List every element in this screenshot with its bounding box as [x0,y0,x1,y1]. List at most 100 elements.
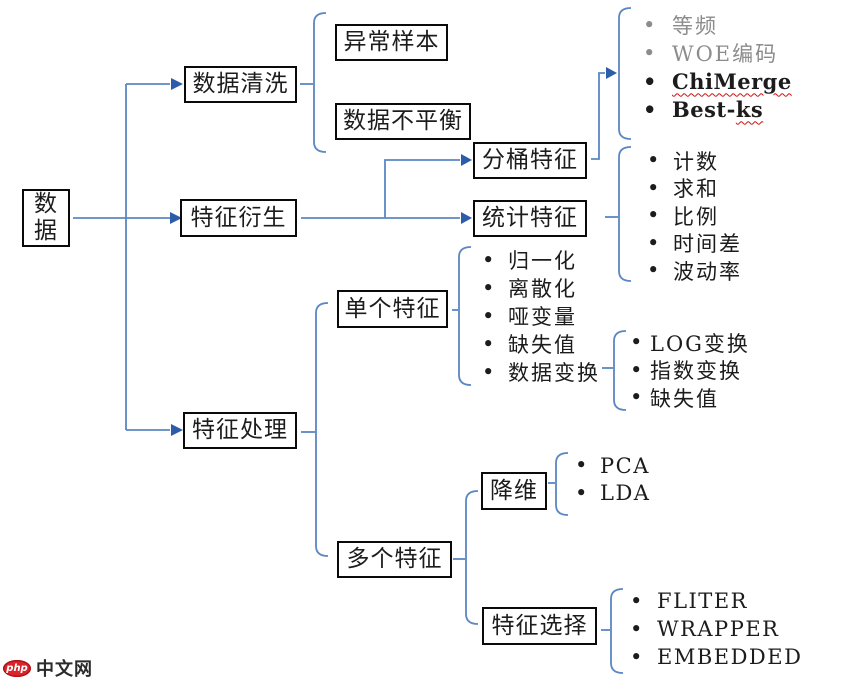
watermark: php 中文网 [3,657,93,680]
node-process: 特征处理 [183,412,297,449]
bullet-icon: • [630,616,643,641]
list-item-label: PCA [600,453,650,478]
bullet-icon: • [647,175,660,200]
list-item: • 时间差 [647,230,742,258]
list-item: • 缺失值 [482,330,600,358]
bullet-icon: • [647,148,660,173]
list-item: • LDA [575,480,650,508]
node-abnormal: 异常样本 [335,24,448,61]
list-item: • 缺失值 [630,384,750,412]
list-item: • WOE编码 [643,39,792,67]
list-item-label: LOG变换 [650,331,750,356]
list-item: • 离散化 [482,274,600,302]
bracket-multi-group [465,490,479,625]
list-item: • 计数 [647,147,742,175]
list-item: • 归一化 [482,246,600,274]
arrowhead-bucket [461,154,472,166]
bullet-icon: • [482,303,495,328]
node-multi: 多个特征 [337,541,452,578]
list-item-label-part: ks [735,96,764,122]
bullet-icon: • [630,588,643,613]
list-item-label: WRAPPER [657,617,780,641]
bullet-icon: • [647,230,660,255]
arrowhead-clean [171,78,183,90]
list-item-label: 比例 [673,204,719,229]
list-item: • FLITER [630,587,802,615]
list-item: • 数据变换 [482,358,600,386]
list-item-label: EMBEDDED [657,645,803,669]
connector-derive-bucket [384,159,460,218]
bracket-stats-group [618,146,632,282]
watermark-site-name: 中文网 [36,659,93,680]
list-transform-methods: • LOG变换 • 指数变换 • 缺失值 [630,329,750,412]
list-item-label: 求和 [673,177,719,202]
node-select: 特征选择 [482,607,597,645]
list-stats-methods: • 计数 • 求和 • 比例 • 时间差 • 波动率 [647,147,742,285]
list-item: • Best-ks [643,95,792,123]
bullet-icon: • [630,385,643,410]
bracket-transform-group [613,330,627,411]
bullet-icon: • [643,40,656,65]
node-bucket: 分桶特征 [473,142,587,179]
list-item-label: 时间差 [673,232,742,257]
list-item-label: 归一化 [508,249,577,273]
list-item-label: 波动率 [673,259,742,284]
list-item-label: 缺失值 [508,333,577,357]
bullet-icon: • [482,359,495,384]
bullet-icon: • [575,480,588,505]
list-reduce-methods: • PCA • LDA [575,452,650,507]
list-item-label: 缺失值 [650,386,719,411]
list-item-label: FLITER [657,589,748,613]
arrowhead-derive [170,212,182,224]
list-item: • 等频 [643,11,792,39]
bullet-icon: • [482,275,495,300]
arrowhead-binning [606,67,617,79]
node-imbalance: 数据不平衡 [335,103,471,140]
node-clean: 数据清洗 [184,66,297,103]
bullet-icon: • [630,357,643,382]
bullet-icon: • [643,68,657,94]
list-select-methods: • FLITER • WRAPPER • EMBEDDED [630,587,802,671]
arrowhead-process [171,424,183,436]
list-item-label: 数据变换 [508,361,600,385]
list-item-label: WOE编码 [672,42,779,66]
list-item: • 指数变换 [630,357,750,385]
bracket-binning-group [618,7,632,140]
list-item: • 波动率 [647,257,742,285]
bullet-icon: • [575,453,588,478]
list-item: • ChiMerge [643,67,792,95]
bullet-icon: • [482,247,495,272]
node-derive: 特征衍生 [180,199,297,237]
bracket-single-group [458,246,472,386]
bracket-select-group [610,588,624,674]
list-item: • LOG变换 [630,329,750,357]
php-logo-badge: php [3,659,31,677]
list-item-label: Best-ks [672,97,763,122]
list-item-label: 哑变量 [508,305,577,329]
bracket-reduce-group [555,452,569,516]
list-item: • WRAPPER [630,615,802,643]
list-item: • PCA [575,452,650,480]
bullet-icon: • [643,12,656,37]
list-item-label: ChiMerge [672,68,792,94]
list-item-label: 离散化 [508,277,577,301]
list-item: • EMBEDDED [630,643,802,671]
list-item-label-part: Best- [672,96,736,122]
list-item-label: LDA [600,481,651,506]
list-binning-methods: • 等频 • WOE编码 • ChiMerge • Best-ks [643,11,792,123]
bullet-icon: • [630,644,643,669]
bullet-icon: • [630,330,643,355]
arrowhead-stats [461,212,472,224]
bracket-process-group [315,302,329,557]
connector-bucket-binning [591,72,605,160]
bullet-icon: • [482,331,495,356]
bullet-icon: • [643,96,657,122]
list-item-label: 等频 [672,14,718,38]
bracket-clean-group [313,12,327,153]
list-single-feature-methods: • 归一化 • 离散化 • 哑变量 • 缺失值 • 数据变换 [482,246,600,386]
node-stats: 统计特征 [473,200,587,237]
node-data: 数 据 [22,189,70,247]
node-single: 单个特征 [337,290,448,328]
